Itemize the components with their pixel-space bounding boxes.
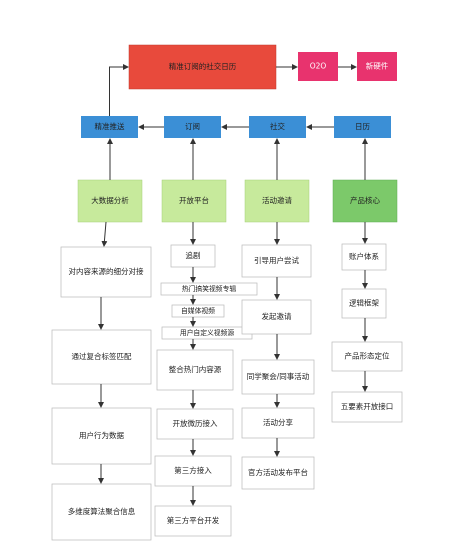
event-item-box bbox=[241, 407, 315, 439]
product-item-label: 产品形态定位 bbox=[345, 351, 390, 361]
open-item-box bbox=[156, 349, 234, 391]
event-item-box bbox=[241, 244, 312, 278]
open-item-label: 自媒体视频 bbox=[181, 306, 215, 315]
bigdata-item-label: 多维度算法聚合信息 bbox=[68, 506, 136, 516]
precise-push-label: 精准推送 bbox=[95, 121, 125, 131]
bigdata-item-box bbox=[51, 329, 152, 385]
open-item-box bbox=[154, 505, 232, 537]
open-item-label: 整合热门内容源 bbox=[169, 364, 222, 374]
bigdata-item-label: 通过复合标签匹配 bbox=[72, 351, 132, 361]
main-title-box bbox=[128, 44, 277, 90]
subscribe-label: 订阅 bbox=[185, 121, 200, 131]
bigdata-item-box bbox=[51, 483, 152, 541]
product-item-box bbox=[341, 243, 387, 271]
precise-push-box bbox=[81, 116, 138, 138]
hardware-box bbox=[357, 52, 397, 81]
product-item-box bbox=[331, 341, 403, 372]
open-item-box bbox=[160, 282, 258, 296]
product-item-box bbox=[341, 288, 387, 319]
open-item-label: 追剧 bbox=[186, 250, 201, 260]
hardware-label: 新硬件 bbox=[366, 61, 389, 71]
open-item-box bbox=[171, 304, 225, 318]
big-data-box bbox=[77, 179, 143, 223]
open-item-label: 第三方接入 bbox=[174, 465, 212, 475]
event-invite-box bbox=[244, 179, 310, 223]
event-item-label: 同学聚会/同事活动 bbox=[247, 371, 310, 381]
product-item-box bbox=[331, 391, 403, 423]
open-platform-box bbox=[161, 179, 227, 223]
social-label: 社交 bbox=[270, 121, 285, 131]
arrow-push-to-title bbox=[109, 64, 129, 116]
product-core-label: 产品核心 bbox=[350, 195, 380, 205]
event-item-label: 官方活动发布平台 bbox=[248, 467, 308, 477]
open-item-box bbox=[154, 455, 232, 487]
o2o-box bbox=[298, 52, 338, 81]
product-item-label: 账户体系 bbox=[349, 251, 379, 261]
product-item-label: 逻辑框架 bbox=[349, 298, 379, 308]
event-item-label: 发起邀请 bbox=[262, 311, 292, 321]
subscribe-box bbox=[164, 116, 221, 138]
big-data-label: 大数据分析 bbox=[91, 195, 129, 205]
open-item-label: 开放微历接入 bbox=[173, 418, 218, 428]
open-item-box bbox=[156, 408, 234, 440]
event-invite-label: 活动邀请 bbox=[262, 195, 292, 205]
event-item-label: 活动分享 bbox=[263, 417, 293, 427]
bigdata-item-label: 用户行为数据 bbox=[79, 430, 124, 440]
open-item-label: 用户自定义视频源 bbox=[180, 328, 235, 337]
event-item-label: 引导用户尝试 bbox=[254, 255, 299, 265]
event-item-box bbox=[241, 359, 315, 395]
product-item-label: 五要素开放接口 bbox=[341, 401, 394, 411]
open-item-label: 第三方平台开发 bbox=[167, 515, 220, 525]
bigdata-item-label: 对内容来源的细分对接 bbox=[69, 266, 144, 276]
event-item-box bbox=[241, 456, 315, 490]
open-platform-label: 开放平台 bbox=[179, 195, 209, 205]
calendar-box bbox=[334, 116, 391, 138]
main-title-label: 精准订阅的社交日历 bbox=[169, 61, 237, 71]
calendar-label: 日历 bbox=[355, 122, 370, 131]
social-box bbox=[249, 116, 306, 138]
bigdata-item-box bbox=[51, 407, 152, 465]
arrow-bigdata-down bbox=[101, 221, 108, 247]
bigdata-item-box bbox=[60, 246, 152, 298]
open-item-label: 热门搞笑视频专辑 bbox=[182, 284, 237, 293]
o2o-label: O2O bbox=[310, 62, 327, 71]
